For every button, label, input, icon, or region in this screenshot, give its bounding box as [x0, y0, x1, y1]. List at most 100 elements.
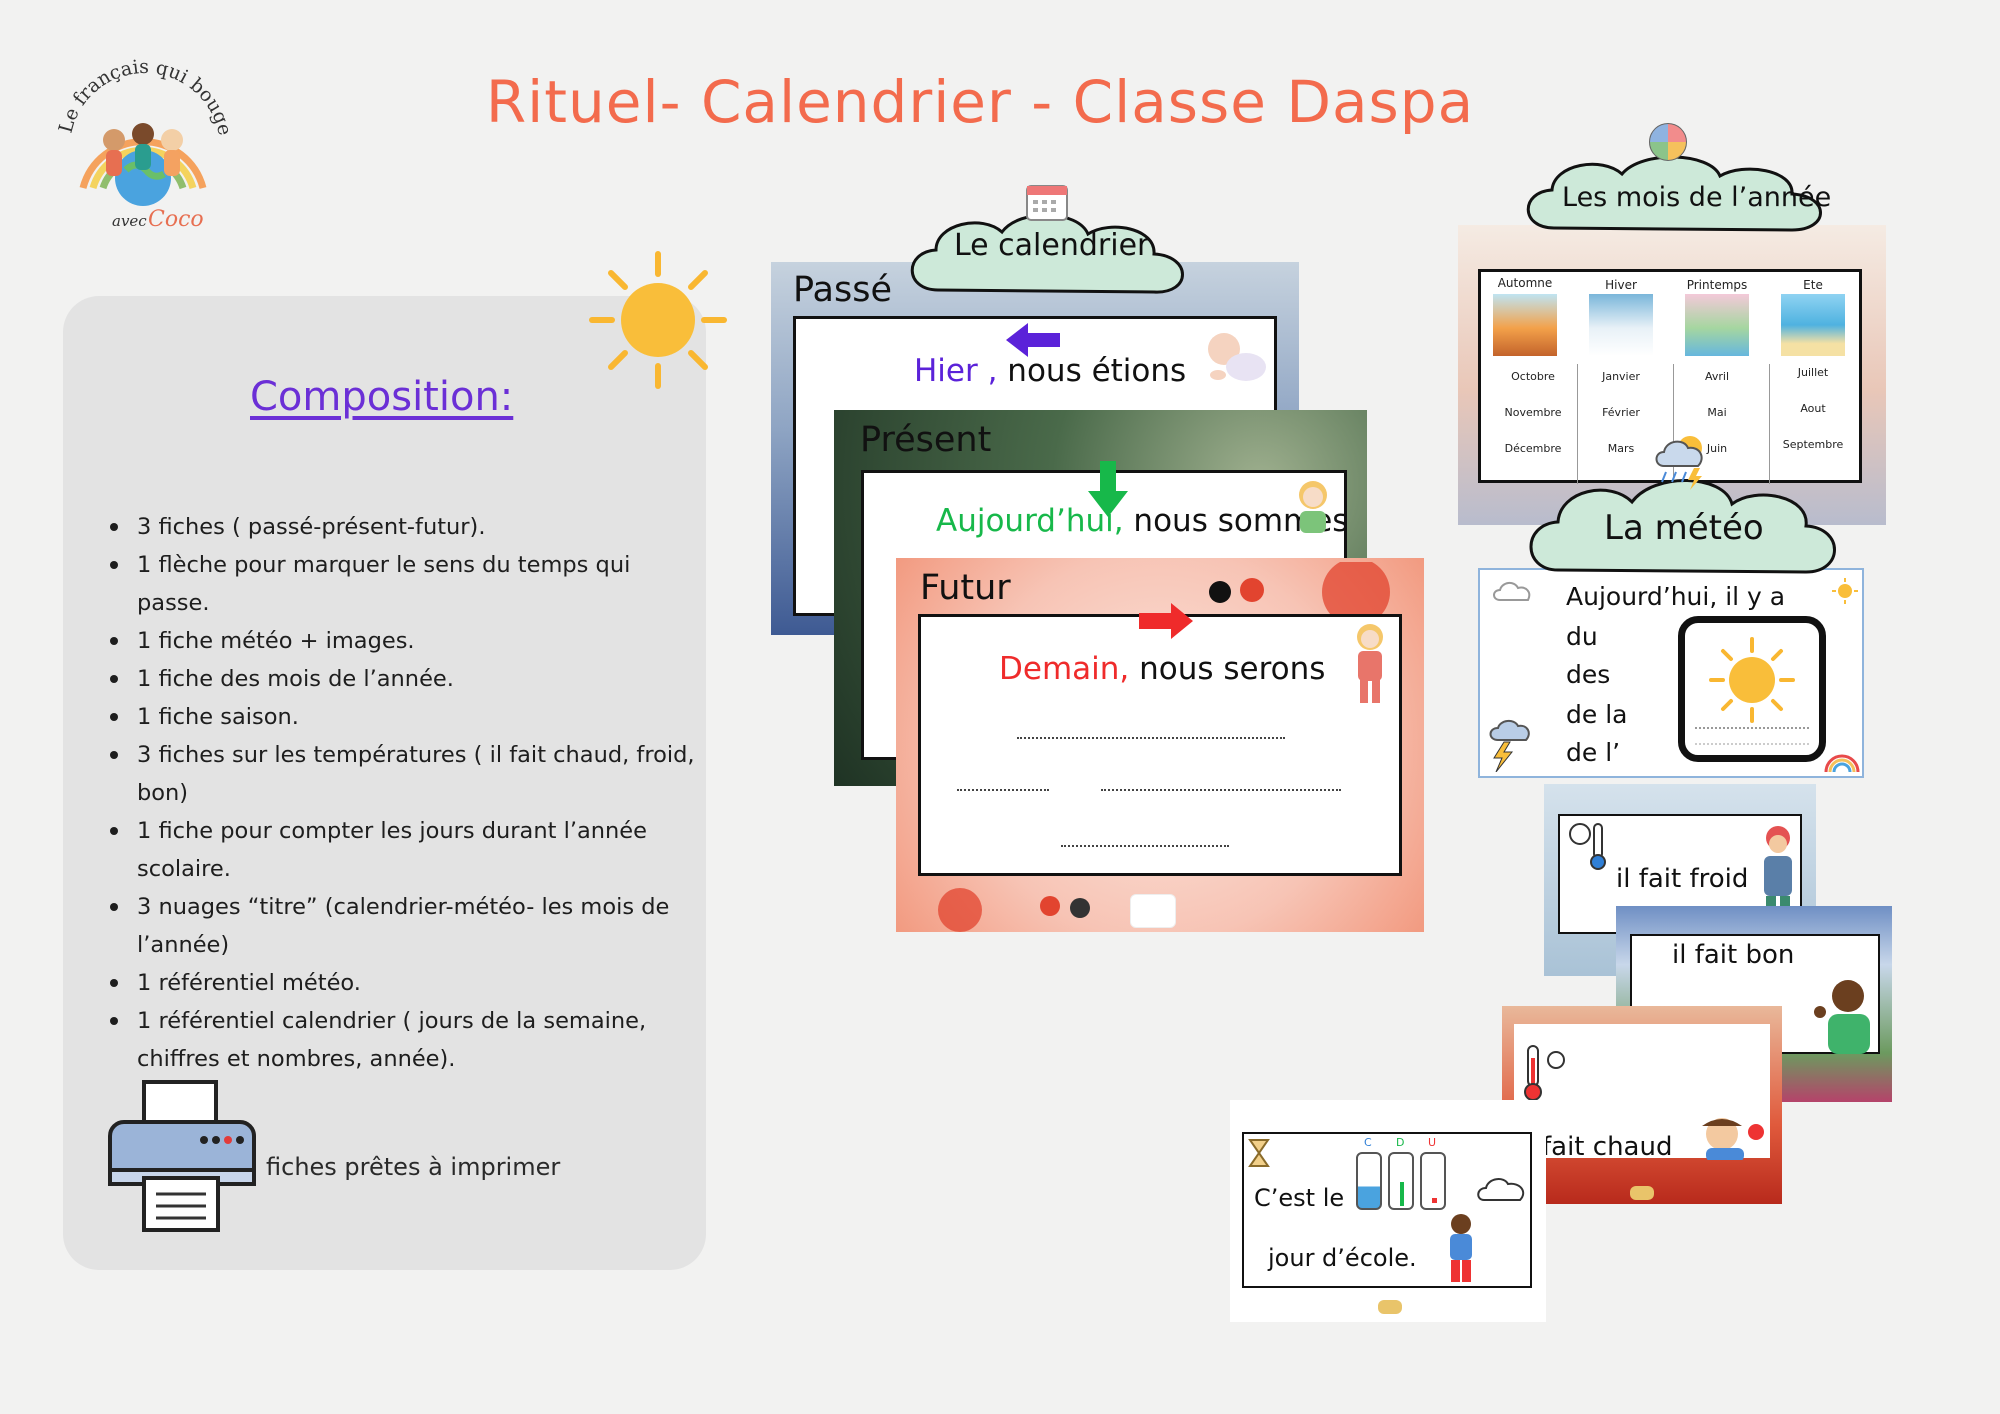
boy-thinking-icon	[1450, 1214, 1472, 1282]
jour-line2: jour d’école.	[1268, 1244, 1417, 1272]
cloud-mois-label: Les mois de l’année	[1562, 182, 1832, 213]
page-title: Rituel- Calendrier - Classe Daspa	[485, 68, 1475, 136]
card-mois: Automne Hiver Printemps Ete Octobre Nove…	[1458, 225, 1886, 525]
printer-icon	[108, 1080, 256, 1232]
month: Aout	[1800, 402, 1826, 415]
list-item: 3 fiches sur les températures ( il fait …	[110, 736, 700, 812]
card-futur: Futur Demain, nous serons	[896, 558, 1424, 932]
storm-icon	[1489, 720, 1530, 772]
present-colored: Aujourd’hui,	[936, 503, 1124, 539]
mini-logo-icon	[1130, 894, 1176, 928]
mois-frame: Automne Hiver Printemps Ete Octobre Nove…	[1478, 269, 1862, 484]
jour-line1: C’est le	[1254, 1184, 1345, 1212]
hourglass-icon	[1248, 1139, 1270, 1167]
month: Septembre	[1782, 438, 1844, 451]
cloud-mois	[1526, 155, 1822, 232]
meteo-line: des	[1566, 660, 1611, 689]
composition-heading: Composition:	[250, 374, 514, 420]
rainbow-icon	[1824, 754, 1860, 773]
seasons-icon	[1649, 123, 1687, 161]
blank-line	[957, 789, 1049, 791]
digit-headers: C D U	[1356, 1136, 1446, 1150]
list-item: 1 fiche des mois de l’année.	[110, 660, 700, 698]
card-meteo: Aujourd’hui, il y a du des de la de l’	[1478, 568, 1864, 778]
arrow-left-icon	[1006, 323, 1060, 357]
card-present-title: Présent	[860, 420, 992, 460]
calendar-icon	[1026, 185, 1068, 221]
separator	[1673, 364, 1674, 484]
cloud-calendrier-label: Le calendrier	[954, 228, 1150, 263]
brand-logo: Le français qui bouge avec Coco	[55, 56, 236, 228]
counter-units	[1420, 1152, 1446, 1210]
small-sun-icon	[1832, 578, 1858, 604]
logo-sub-name: Coco	[148, 207, 204, 228]
sun-icon	[1709, 637, 1795, 723]
list-item: 1 flèche pour marquer le sens du temps q…	[110, 546, 700, 622]
season-name: Printemps	[1686, 278, 1748, 292]
jour-frame: C’est le jour d’école. C D U	[1242, 1132, 1532, 1288]
cloud-icon	[1493, 582, 1531, 601]
counter-hundreds	[1356, 1152, 1382, 1210]
futur-rest: nous serons	[1129, 651, 1326, 687]
list-item: 3 nuages “titre” (calendrier-météo- les …	[110, 888, 700, 964]
meteo-line: Aujourd’hui, il y a	[1566, 582, 1786, 611]
chaud-frame: fait chaud	[1514, 1024, 1770, 1162]
digit-d: D	[1396, 1136, 1405, 1149]
cloud-meteo	[1529, 479, 1836, 574]
card-futur-title: Futur	[920, 568, 1011, 608]
meteo-line: du	[1566, 622, 1598, 651]
passe-colored: Hier ,	[914, 353, 998, 389]
arrow-down-icon	[1088, 461, 1128, 517]
list-item: 1 référentiel calendrier ( jours de la s…	[110, 1002, 700, 1078]
month: Juillet	[1797, 366, 1829, 379]
month: Mai	[1707, 406, 1727, 419]
list-item: 3 fiches ( passé-présent-futur).	[110, 508, 700, 546]
adult-girl-icon	[1357, 624, 1383, 703]
bon-label: il fait bon	[1672, 940, 1795, 970]
month: Janvier	[1602, 370, 1640, 383]
blank-line	[1061, 845, 1229, 847]
paint-splash-icon	[938, 888, 1090, 932]
thermometer-hot-icon	[1524, 1045, 1565, 1101]
month: Juin	[1706, 442, 1728, 455]
paint-splash-icon	[1209, 562, 1390, 626]
spring-image	[1685, 294, 1749, 356]
mini-logo-icon	[1378, 1300, 1402, 1314]
printer-label: fiches prêtes à imprimer	[266, 1153, 561, 1181]
season-name: Ete	[1803, 278, 1823, 292]
card-chaud: fait chaud	[1502, 1006, 1782, 1204]
froid-label: il fait froid	[1616, 864, 1749, 894]
thermometer-cold-icon	[1569, 823, 1606, 870]
arrow-right-icon	[1139, 603, 1193, 639]
blank-line	[1101, 789, 1341, 791]
sun-icon	[589, 251, 727, 389]
chaud-label: fait chaud	[1542, 1132, 1673, 1162]
blank-line	[1017, 737, 1285, 739]
futur-colored: Demain,	[999, 651, 1130, 687]
girl-icon	[1299, 481, 1327, 533]
rain-cloud-icon	[1655, 436, 1703, 490]
season-name: Automne	[1497, 276, 1553, 290]
season-name: Hiver	[1605, 278, 1637, 292]
boy-thumbs-up-icon	[1814, 980, 1870, 1054]
list-item: 1 fiche saison.	[110, 698, 700, 736]
month: Mars	[1607, 442, 1635, 455]
meteo-line: de la	[1566, 700, 1628, 729]
cloud-meteo-label: La météo	[1604, 508, 1764, 548]
summer-image	[1781, 294, 1845, 356]
digit-c: C	[1364, 1136, 1372, 1149]
blank-line	[1695, 743, 1809, 745]
thought-cloud-icon	[1477, 1178, 1525, 1201]
month: Décembre	[1504, 442, 1562, 455]
card-passe-title: Passé	[793, 270, 892, 310]
boy-hot-icon	[1702, 1118, 1764, 1160]
card-jour-ecole: C’est le jour d’école. C D U	[1230, 1100, 1546, 1322]
meteo-line: de l’	[1566, 738, 1621, 767]
composition-list: 3 fiches ( passé-présent-futur). 1 flèch…	[110, 508, 700, 1078]
blank-line	[1695, 727, 1809, 729]
list-item: 1 fiche pour compter les jours durant l’…	[110, 812, 700, 888]
logo-sub-prefix: avec	[112, 212, 147, 228]
card-bon: il fait bon	[1616, 906, 1892, 1102]
digit-u: U	[1428, 1136, 1437, 1149]
separator	[1769, 364, 1770, 484]
